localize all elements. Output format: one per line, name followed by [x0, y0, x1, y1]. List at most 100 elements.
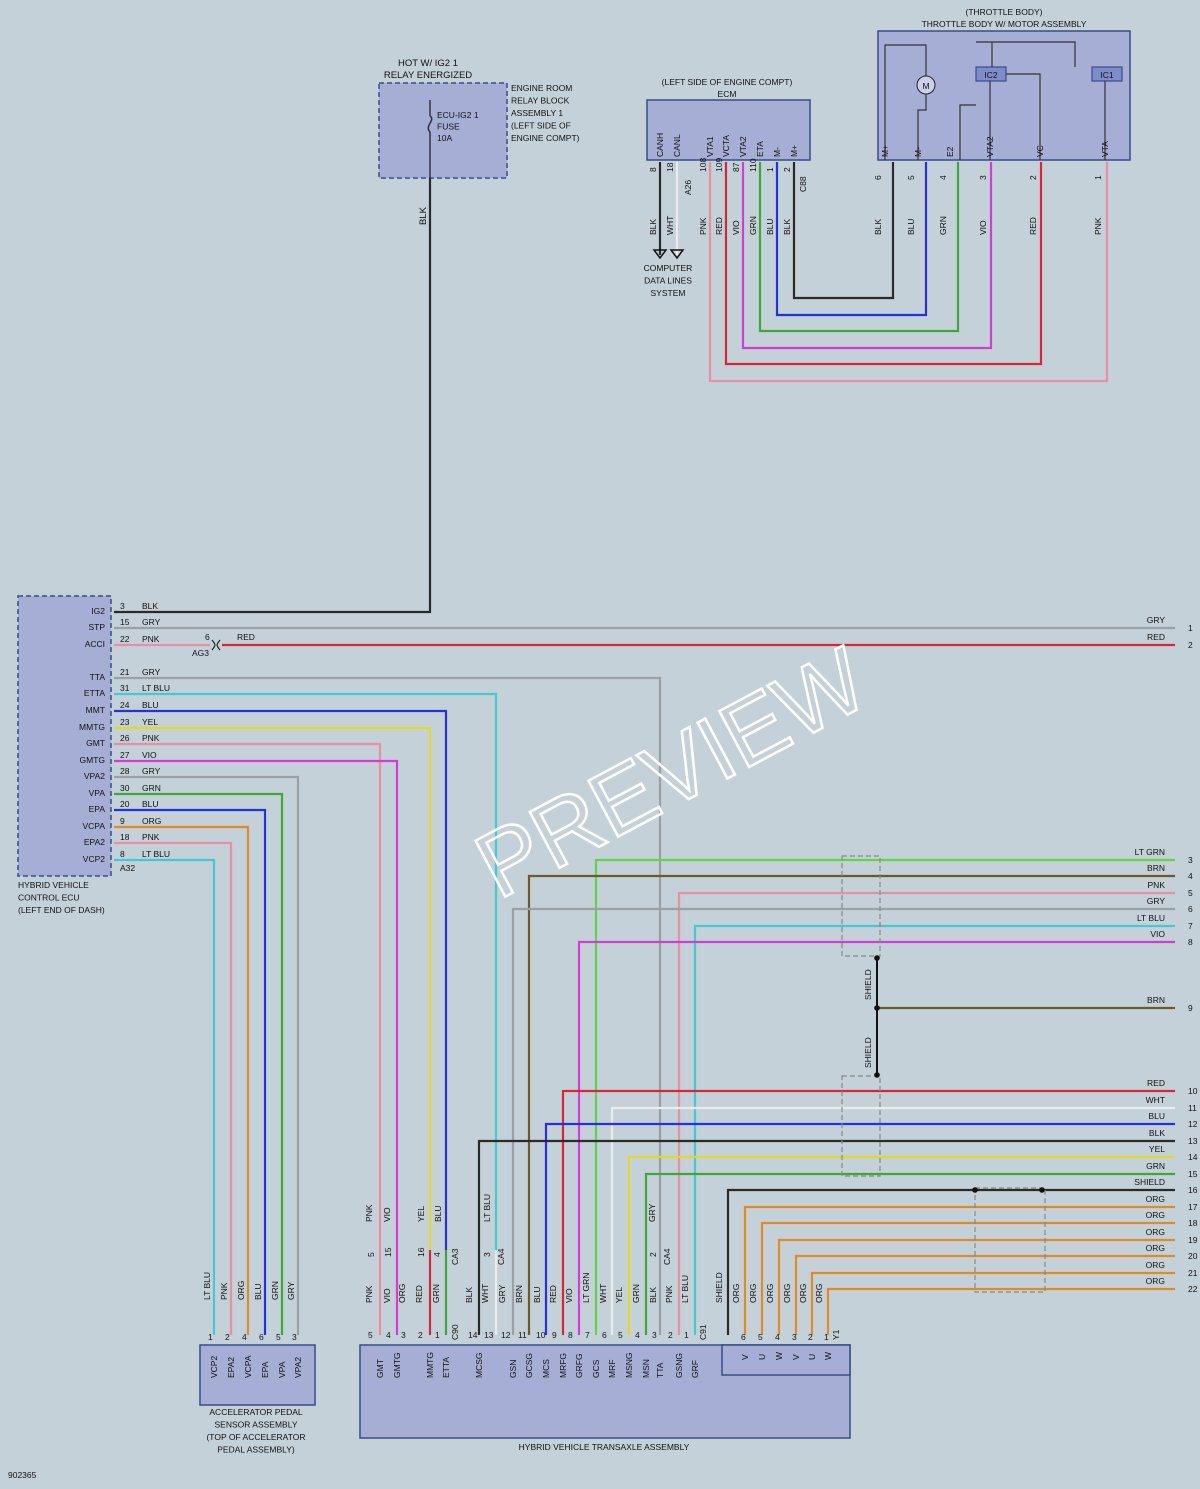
- throttle-wire-color: BLU: [906, 218, 916, 235]
- transaxle-pin-num: 5: [368, 1330, 373, 1340]
- throttle-pin-num: 6: [873, 175, 883, 180]
- transaxle-motor-pin-num: 1: [824, 1332, 829, 1342]
- hv-ecu-pin: VCPA: [82, 821, 105, 831]
- right-edge-num: 20: [1188, 1251, 1198, 1261]
- ecm-pin: VTA2: [738, 136, 748, 157]
- hv-ecu-wire-color: PNK: [142, 832, 160, 842]
- wire-8: [577, 940, 1175, 1335]
- hv-ecu-pin-num: 20: [120, 799, 130, 809]
- wire-vpa2: [114, 775, 300, 1335]
- right-edge-num: 11: [1188, 1103, 1197, 1113]
- wire-tta: [114, 676, 662, 1335]
- transaxle-pin: MRFG: [558, 1353, 568, 1378]
- pedal-wire-color: PNK: [219, 1282, 229, 1300]
- shield-label: SHIELD: [863, 969, 873, 1000]
- throttle-wire-color: GRN: [938, 216, 948, 235]
- pedal-wire-color: GRN: [270, 1281, 280, 1300]
- transaxle-pin-num: 8: [568, 1330, 573, 1340]
- right-edge-color: RED: [1147, 632, 1165, 642]
- right-edge-color: BRN: [1147, 863, 1165, 873]
- fuse-icon: [427, 115, 433, 133]
- transaxle-wire-color: LT BLU: [680, 1275, 690, 1303]
- throttle-pin: VTA: [1100, 141, 1110, 157]
- transaxle-pin-num: 12: [501, 1330, 511, 1340]
- arrow-canl: [669, 249, 685, 260]
- transaxle-pin: MSN: [641, 1359, 651, 1378]
- transaxle-pin-num: 5: [618, 1330, 623, 1340]
- wire-ig2: [114, 178, 432, 614]
- motor-label: M: [922, 81, 929, 91]
- ecm-title: ECM: [718, 89, 737, 99]
- right-edge-num: 4: [1188, 871, 1193, 881]
- pedal-pin-num: 6: [259, 1332, 264, 1342]
- wire-vcp2: [114, 858, 216, 1335]
- transaxle-wire-color: RED: [414, 1285, 424, 1303]
- wire-6: [511, 907, 1175, 1335]
- inline-pin: 2: [648, 1252, 658, 1257]
- transaxle-wire-color: BLK: [464, 1287, 474, 1303]
- wire-e2: [758, 162, 960, 333]
- ecm-pin: ETA: [755, 141, 765, 157]
- transaxle-pin: TTA: [655, 1362, 665, 1378]
- ecm-pin: VCTA: [721, 135, 731, 157]
- transaxle-pin-num: 4: [386, 1330, 391, 1340]
- wire-m-plus: [792, 162, 895, 300]
- throttle-wire-color: VIO: [978, 220, 988, 235]
- transaxle-pin-num: 2: [418, 1330, 423, 1340]
- ecm-pin-num: 8: [648, 167, 658, 172]
- inline-conn-ca4: CA4: [662, 1248, 672, 1265]
- ic2-label: IC2: [984, 70, 998, 80]
- right-edge-num: 7: [1188, 921, 1193, 931]
- throttle-pin: VTA2: [985, 136, 995, 157]
- transaxle-motor-pin-num: 5: [758, 1332, 763, 1342]
- hv-ecu-pin-num: 23: [120, 717, 130, 727]
- hv-ecu-pin: ACCI: [85, 639, 105, 649]
- right-edge-color: SHIELD: [1134, 1177, 1165, 1187]
- hv-ecu-wire-color: GRY: [142, 617, 161, 627]
- ecm-pin: M+: [789, 145, 799, 157]
- throttle-pin: VC: [1035, 145, 1045, 157]
- pedal-pin-num: 4: [242, 1332, 247, 1342]
- ecm-pin-num: 110: [748, 158, 758, 172]
- transaxle-wire-color: RED: [548, 1285, 558, 1303]
- right-edge-num: 17: [1188, 1202, 1198, 1212]
- throttle-pin-num: 2: [1028, 175, 1038, 180]
- right-edge-color: LT GRN: [1135, 847, 1165, 857]
- hv-ecu-pin: EPA2: [84, 837, 105, 847]
- wire-m-minus: [775, 162, 928, 317]
- ecm-wire-color: WHT: [665, 216, 675, 235]
- wire-5: [677, 891, 1175, 1335]
- right-edge-num: 13: [1188, 1136, 1198, 1146]
- transaxle-motor-wire: ORG: [765, 1284, 775, 1303]
- wire-vcpa: [114, 825, 250, 1335]
- hv-ecu-pin: TTA: [90, 672, 106, 682]
- hv-ecu-conn: A32: [120, 863, 135, 873]
- transaxle-conn-y1: Y1: [831, 1329, 841, 1340]
- ecm-pin: M-: [772, 147, 782, 157]
- hv-ecu-wire-color: LT BLU: [142, 683, 170, 693]
- right-edge-num: 2: [1188, 640, 1193, 650]
- hv-ecu-title: HYBRID VEHICLE: [18, 880, 89, 890]
- wire-14: [627, 1155, 1175, 1335]
- wire-16: [726, 1188, 1175, 1335]
- ecm-pin: CANH: [655, 133, 665, 157]
- wire-12: [544, 1122, 1175, 1335]
- pedal-body: [199, 1344, 316, 1406]
- inline-wire: BLU: [433, 1205, 443, 1222]
- ecm-pin-num: 1: [765, 167, 775, 172]
- transaxle-wire-color: WHT: [598, 1284, 608, 1303]
- pedal-pin-num: 2: [225, 1332, 230, 1342]
- motor-leads: [884, 44, 927, 160]
- right-edge-num: 16: [1188, 1185, 1198, 1195]
- ecm-wire-color: VIO: [731, 220, 741, 235]
- inline-wire: PNK: [364, 1204, 374, 1222]
- wire-11: [610, 1106, 1175, 1335]
- hv-ecu-title: CONTROL ECU: [18, 893, 80, 903]
- relay-side-label: RELAY BLOCK: [511, 96, 570, 106]
- ecm-pin-num: 87: [731, 162, 741, 172]
- inline-pin: 16: [416, 1247, 426, 1257]
- ag3-wire-color: RED: [237, 632, 255, 642]
- hv-ecu-pin: GMT: [86, 738, 105, 748]
